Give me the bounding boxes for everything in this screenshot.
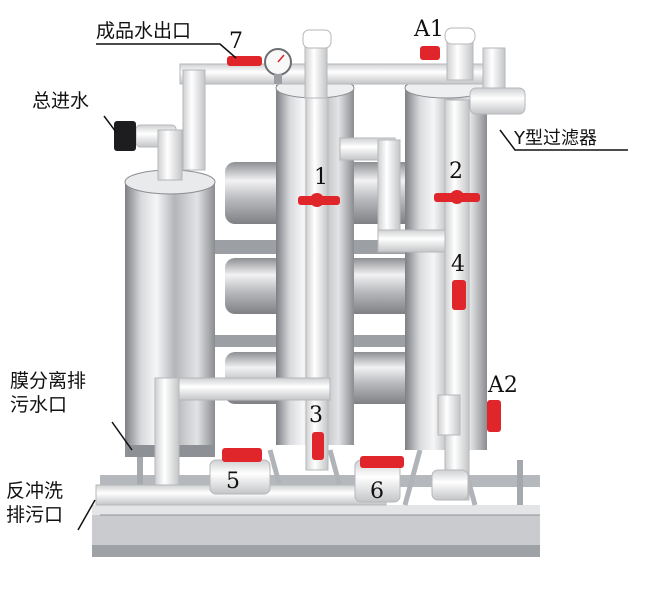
label-membrane-drain-line2: 污水口: [10, 394, 68, 416]
inlet-cap: [114, 121, 136, 151]
label-valve-a1: A1: [414, 17, 444, 42]
valve-2-body: [450, 190, 464, 204]
valve-5-handle: [222, 448, 262, 462]
label-valve-6: 6: [370, 479, 384, 504]
label-valve-5: 5: [226, 469, 240, 494]
label-valve-7: 7: [229, 29, 243, 54]
label-valve-a2: A2: [488, 373, 518, 398]
valve-4-body: [453, 290, 465, 302]
label-membrane-drain-line1: 膜分离排: [10, 370, 87, 392]
valve-a1-handle: [420, 46, 440, 60]
label-backwash-line2: 排污口: [6, 504, 64, 526]
label-valve-2: 2: [449, 159, 463, 184]
label-y-filter: Y型过滤器: [514, 128, 597, 149]
label-backwash-line1: 反冲洗: [6, 480, 64, 502]
valve-a2-handle: [487, 400, 501, 432]
label-valve-3: 3: [309, 403, 323, 428]
valves: [222, 46, 501, 468]
label-valve-1: 1: [314, 165, 328, 190]
valve-7-handle: [227, 56, 262, 66]
pressure-gauge: [264, 48, 292, 84]
callout-lines: [77, 43, 628, 531]
label-valve-4: 4: [451, 252, 465, 277]
label-product-water-outlet: 成品水出口: [96, 20, 192, 42]
label-main-inlet: 总进水: [32, 90, 90, 112]
valve-6-handle: [360, 456, 404, 468]
valve-3-body: [312, 440, 324, 452]
valve-1-body: [310, 193, 324, 207]
